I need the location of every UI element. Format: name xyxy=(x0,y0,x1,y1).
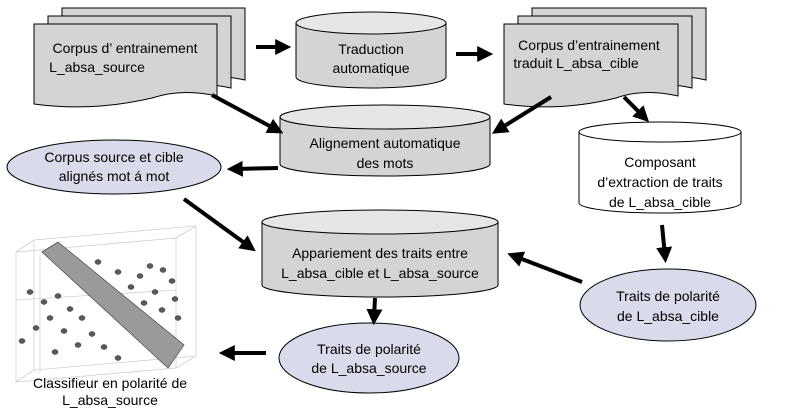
traduction-label-2: automatique xyxy=(332,60,409,76)
traits-source-label-2: de L_absa_source xyxy=(311,360,426,376)
arrow-corpus-aligne-to-appariement xyxy=(182,197,256,252)
traduction-label-1: Traduction xyxy=(338,41,404,57)
corpus-source-label-2: L_absa_source xyxy=(49,59,145,75)
traits-source-ellipse: Traits de polarité de L_absa_source xyxy=(278,322,460,394)
corpus-traduit-document: Corpus d’entrainement traduit L_absa_cib… xyxy=(503,7,707,108)
classifier-3d-plot xyxy=(15,225,197,383)
flow-arrows xyxy=(182,39,673,361)
alignement-label-1: Alignement automatique xyxy=(310,135,461,151)
composant-cylinder: Composant d’extraction de traits de L_ab… xyxy=(578,121,742,214)
appariement-cylinder: Appariement des traits entre L_absa_cibl… xyxy=(261,209,499,298)
traduction-cylinder: Traduction automatique xyxy=(295,11,447,89)
appariement-label-1: Appariement des traits entre xyxy=(292,245,468,261)
arrow-composant-to-traits-cible xyxy=(656,224,673,264)
composant-label-2: d’extraction de traits xyxy=(597,174,722,190)
arrow-corpus-traduit-to-composant xyxy=(622,95,650,123)
traits-cible-ellipse: Traits de polarité de L_absa_cible xyxy=(579,268,757,342)
corpus-aligne-label-1: Corpus source et cible xyxy=(44,149,184,165)
data-points xyxy=(18,259,182,361)
corpus-traduit-label-2: traduit L_absa_cible xyxy=(513,55,639,71)
corpus-aligne-ellipse: Corpus source et cible alignés mot á mot xyxy=(6,139,222,195)
decision-plane xyxy=(41,241,185,369)
traits-source-label-1: Traits de polarité xyxy=(317,341,421,357)
appariement-label-2: L_absa_cible et L_absa_source xyxy=(281,265,479,281)
arrow-alignement-to-corpus-aligne xyxy=(226,160,279,177)
arrow-traits-cible-to-appariement xyxy=(507,251,583,284)
arrow-appariement-to-traits-source xyxy=(366,297,383,326)
arrow-corpus-traduit-to-alignement xyxy=(491,95,553,134)
corpus-traduit-label-1: Corpus d’entrainement xyxy=(518,37,660,53)
composant-label-3: de L_absa_cible xyxy=(609,194,711,210)
alignement-label-2: des mots xyxy=(357,155,414,171)
corpus-source-document: Corpus d’ entrainement L_absa_source xyxy=(33,7,246,108)
corpus-source-label-1: Corpus d’ entrainement xyxy=(52,40,197,56)
composant-label-1: Composant xyxy=(624,154,696,170)
alignement-cylinder: Alignement automatique des mots xyxy=(279,104,491,177)
classifieur-label-1: Classifieur en polarité de xyxy=(33,375,187,391)
traits-cible-label-2: de L_absa_cible xyxy=(617,308,719,324)
traits-cible-label-1: Traits de polarité xyxy=(616,288,720,304)
classifieur-label-2: L_absa_source xyxy=(62,392,158,408)
arrow-corpus-source-to-alignement xyxy=(211,93,284,134)
corpus-aligne-label-2: alignés mot á mot xyxy=(59,168,170,184)
